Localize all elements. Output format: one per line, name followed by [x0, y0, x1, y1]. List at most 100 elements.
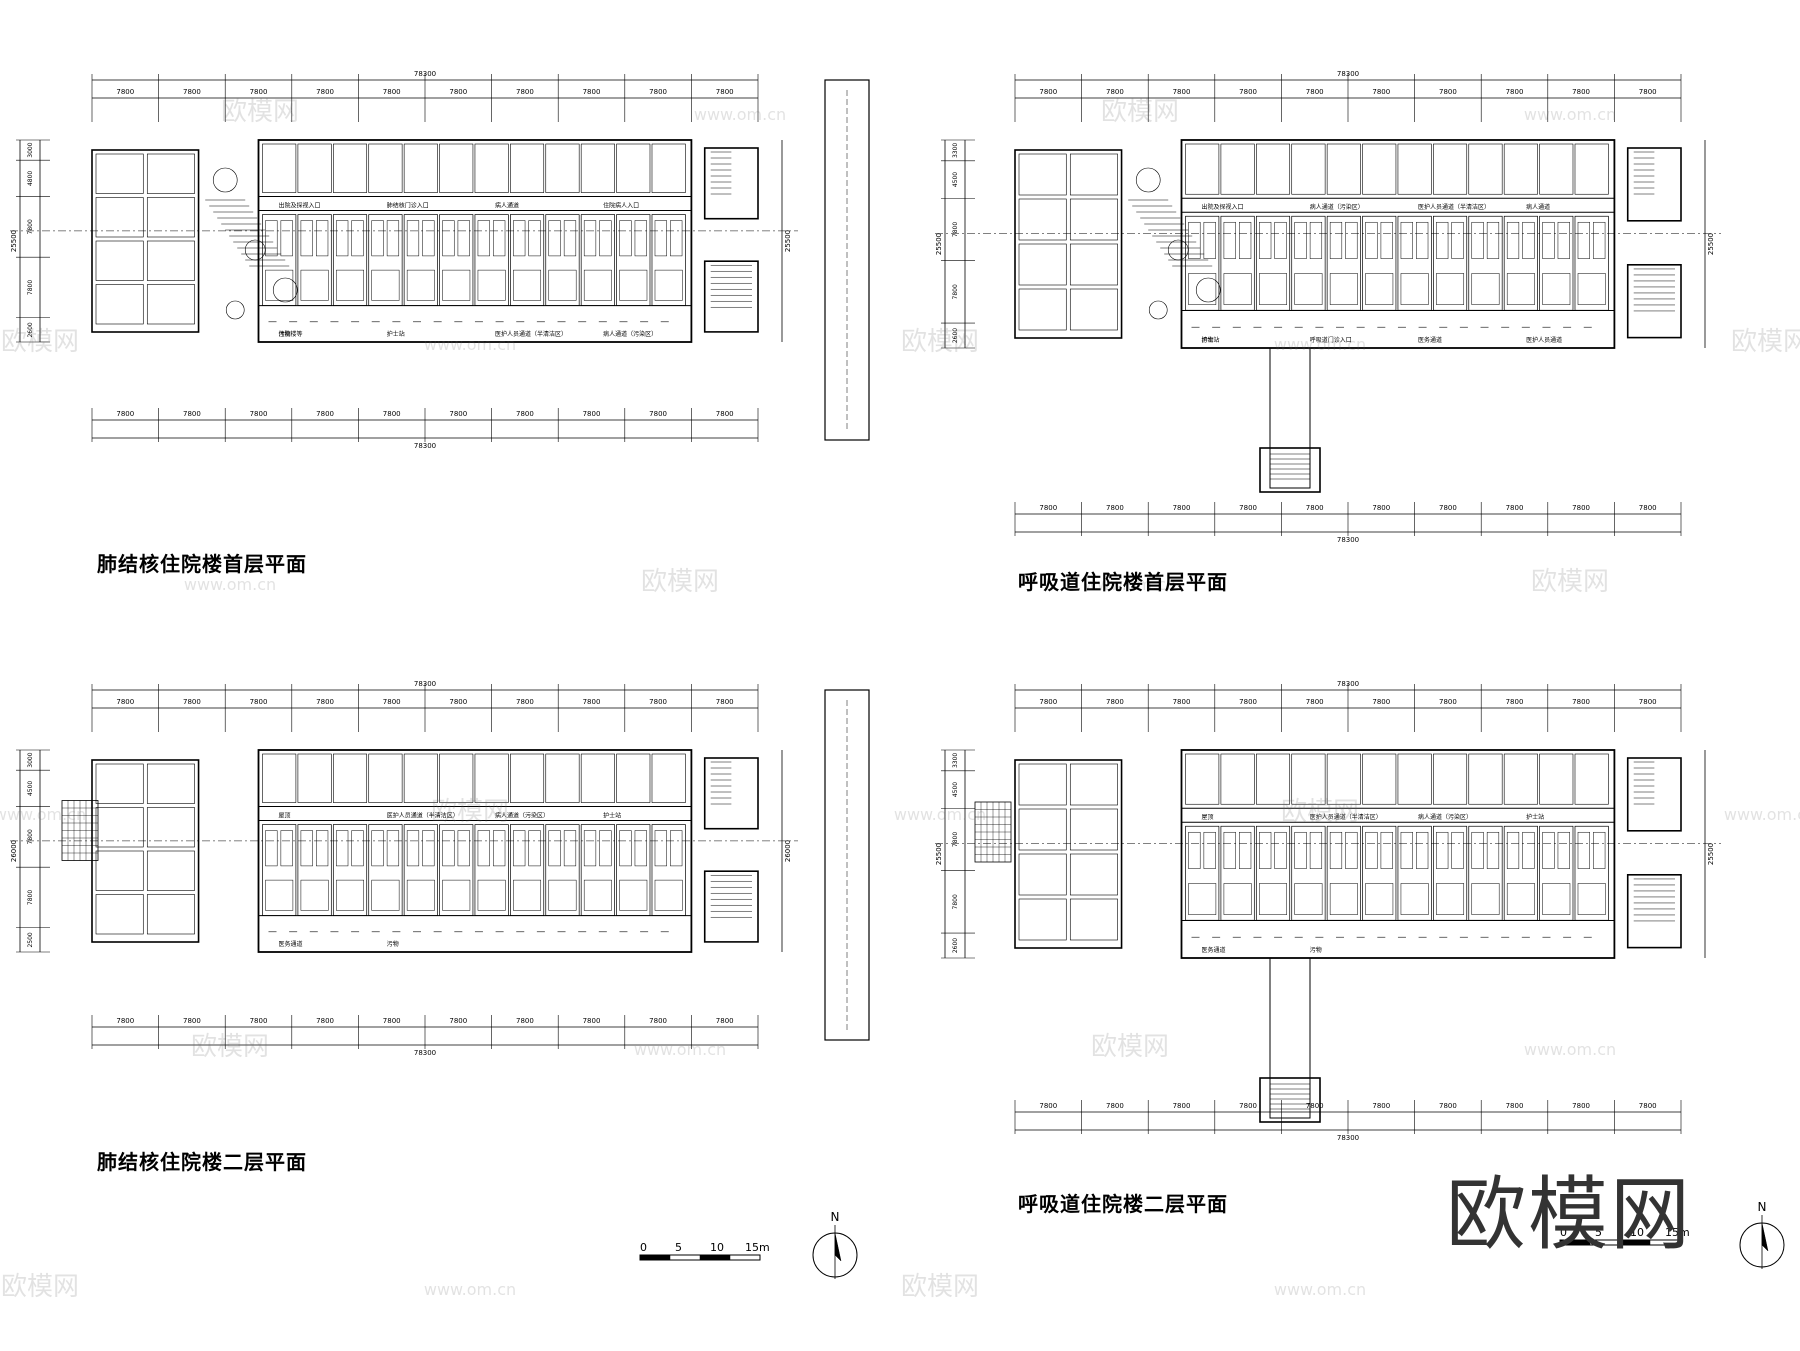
bay-dim-label: 7800 [1572, 88, 1590, 96]
bay-dim-label: 7800 [1173, 698, 1191, 706]
bed [1329, 221, 1343, 259]
ward-room [1574, 215, 1609, 311]
bed [422, 830, 435, 867]
watermark-text: www.om.cn [634, 1040, 726, 1059]
bed [634, 220, 647, 257]
bay-dim-label-bottom: 7800 [1173, 1102, 1191, 1110]
row-dim-label: 7800 [27, 890, 34, 905]
bathroom [1506, 883, 1535, 915]
ward-room [1397, 825, 1432, 921]
bay-dim-label: 7800 [1439, 88, 1457, 96]
bay-dim-label-bottom: 7800 [449, 1017, 467, 1025]
room [146, 153, 195, 194]
row-dim-label: 3300 [952, 753, 959, 768]
bay-dim-label: 7800 [1039, 698, 1057, 706]
bathroom [406, 269, 435, 301]
bay-dim-label-bottom: 7800 [383, 410, 401, 418]
ward-room [332, 214, 368, 306]
bathroom [336, 879, 364, 911]
bay-dim-label-bottom: 7800 [1572, 504, 1590, 512]
bay-dim-label: 7800 [583, 88, 601, 96]
north-arrow-head [1761, 1222, 1769, 1252]
room [95, 763, 144, 804]
scale-bar-label: 5 [1595, 1226, 1602, 1239]
bathroom [1294, 883, 1323, 915]
scale-bar-segment [639, 1254, 671, 1261]
room [1362, 753, 1397, 805]
room [1018, 808, 1067, 851]
bay-dim-label: 7800 [1173, 88, 1191, 96]
bed [1294, 221, 1307, 259]
bay-dim-label: 7800 [1639, 88, 1657, 96]
room [297, 143, 332, 193]
bay-dim-label-bottom: 7800 [316, 1017, 334, 1025]
watermark-text: 欧模网 [641, 567, 719, 597]
room [1539, 143, 1574, 195]
ward-room [580, 214, 615, 306]
bed [563, 220, 577, 257]
bathroom [1471, 273, 1500, 305]
bed [513, 830, 526, 867]
room [146, 240, 195, 281]
bay-dim-label: 7800 [449, 88, 467, 96]
room [1362, 143, 1397, 195]
bay-dim-label: 7800 [1572, 698, 1590, 706]
bed [406, 220, 420, 257]
ward-room [368, 824, 403, 916]
watermark-text: 欧模网 [901, 1272, 979, 1302]
ward-room [1503, 215, 1538, 311]
bathroom [265, 879, 294, 911]
bathroom [513, 269, 542, 301]
bed [1593, 831, 1606, 869]
room [1069, 153, 1118, 196]
row-dim-label: 7800 [27, 280, 34, 295]
bathroom [1188, 273, 1217, 305]
room [580, 143, 615, 193]
ward-room [1255, 215, 1291, 311]
bed [351, 220, 364, 257]
row-dim-label: 7800 [27, 219, 34, 234]
bathroom [1542, 273, 1571, 305]
overall-dim-label-bottom: 78300 [414, 442, 436, 450]
bathroom [1365, 883, 1394, 915]
bay-dim-label-bottom: 7800 [583, 410, 601, 418]
room [262, 143, 297, 193]
bed [1365, 221, 1378, 259]
bed [1345, 221, 1358, 259]
room [580, 753, 615, 803]
room-label: 出院及探视入口 [279, 202, 321, 210]
scale-bar-label: 5 [675, 1241, 682, 1254]
bay-dim-label-bottom: 7800 [649, 410, 667, 418]
bed [493, 830, 506, 867]
room [368, 753, 403, 803]
room-label: 医务通道 [279, 940, 303, 948]
bay-dim-label: 7800 [116, 698, 134, 706]
tree-circle [1167, 239, 1189, 261]
link-corridor [1269, 957, 1311, 1119]
scale-bar-label: 15m [745, 1241, 770, 1254]
scale-bar-segment [1559, 1239, 1591, 1246]
bay-dim-label-bottom: 7800 [1372, 1102, 1390, 1110]
main-block-wall [257, 749, 693, 953]
room [1018, 198, 1067, 241]
bed [513, 220, 526, 257]
bed [280, 830, 293, 867]
room [1256, 143, 1291, 195]
bed [1486, 221, 1500, 259]
row-dim-label: 2500 [27, 932, 34, 947]
bay-dim-label-bottom: 7800 [716, 410, 734, 418]
bay-dim-label-bottom: 7800 [183, 410, 201, 418]
bed [548, 220, 561, 257]
bay-dim-label: 7800 [250, 88, 268, 96]
bathroom [336, 269, 364, 301]
bed [1188, 221, 1201, 259]
row-dim-label: 4800 [27, 171, 34, 186]
scale-bar-label: 0 [1560, 1226, 1567, 1239]
room-label: 呼吸道门诊入口 [1310, 336, 1352, 344]
room-label: 护士站 [1202, 336, 1220, 344]
room-label: 医护人员通道（半清洁区） [387, 812, 459, 820]
room [651, 143, 686, 193]
ward-room [1326, 825, 1361, 921]
